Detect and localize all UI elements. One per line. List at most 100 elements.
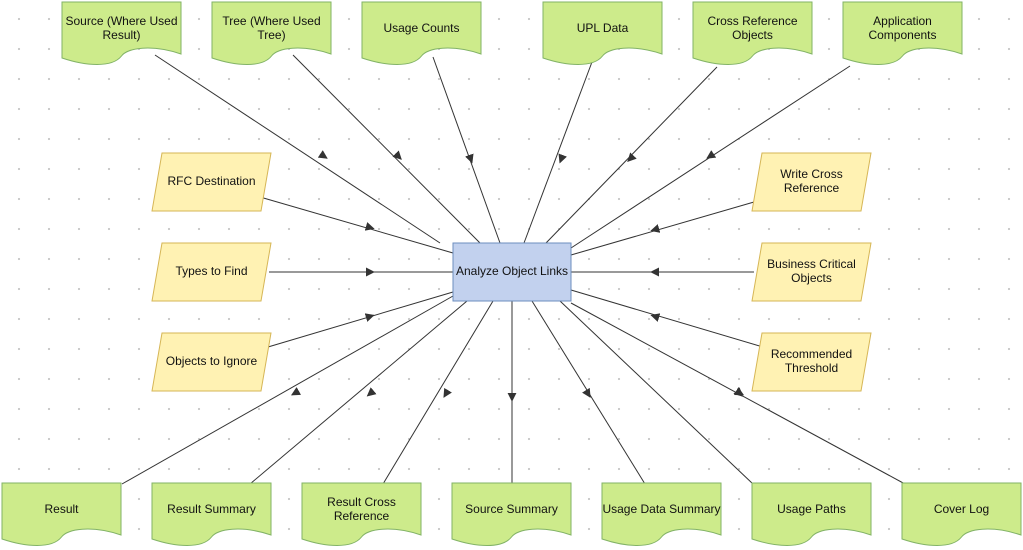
process-analyze-object-links[interactable]: Analyze Object Links (452, 242, 572, 302)
document-label-line: Tree (Where Used (222, 14, 320, 28)
edge-bottom-b2 (249, 300, 468, 485)
document-label: Cover Log (934, 502, 989, 516)
edge-top-t5-arrowhead (627, 152, 637, 162)
document-label: Usage Counts (383, 21, 459, 35)
document-label-line: Result) (102, 28, 140, 42)
document-label-line: Usage Paths (777, 502, 846, 516)
edge-top-t4-arrowhead (558, 153, 567, 164)
document-label-line: Components (868, 28, 936, 42)
document-shape (901, 482, 1022, 546)
document-label: UPL Data (577, 21, 629, 35)
input-label-line: Objects to Ignore (166, 354, 258, 368)
edge-bottom-b6 (559, 300, 754, 485)
data-document-t4[interactable]: UPL Data (542, 1, 663, 65)
document-label: Result (44, 502, 79, 516)
input-label-line: Business Critical (767, 257, 856, 271)
edge-bottom-b3-arrowhead (443, 387, 452, 398)
data-document-b4[interactable]: Source Summary (451, 482, 572, 546)
parallelogram-shape (151, 332, 272, 392)
edge-top-t4 (523, 61, 593, 244)
document-shape (211, 1, 332, 65)
edge-bottom-b3 (382, 300, 494, 485)
document-shape (1, 482, 122, 546)
edge-right-r1 (570, 201, 755, 256)
edge-right-r3-arrowhead (650, 313, 661, 322)
document-label-line: Objects (732, 28, 773, 42)
edge-top-t3 (432, 56, 501, 244)
document-label-line: Cover Log (934, 502, 989, 516)
edge-bottom-b7 (570, 302, 906, 485)
data-document-b7[interactable]: Cover Log (901, 482, 1022, 546)
input-label: Objects to Ignore (166, 354, 258, 368)
document-shape (692, 1, 813, 65)
data-document-b6[interactable]: Usage Paths (751, 482, 872, 546)
edge-left-l3 (267, 291, 454, 348)
input-label-line: RFC Destination (167, 174, 255, 188)
document-label-line: Result Cross (327, 495, 396, 509)
document-label-line: Source Summary (465, 502, 558, 516)
input-label-line: Threshold (785, 361, 838, 375)
document-label-line: Tree) (257, 28, 285, 42)
edge-top-t2-arrowhead (392, 150, 402, 160)
input-label-line: Reference (784, 181, 840, 195)
document-label-line: Result Summary (167, 502, 256, 516)
input-label-line: Recommended (771, 347, 852, 361)
parallelogram-shape (751, 152, 872, 212)
process-box (452, 242, 572, 302)
document-shape (451, 482, 572, 546)
document-label: Source Summary (465, 502, 558, 516)
edge-top-t5 (545, 66, 718, 244)
input-label-line: Write Cross (780, 167, 842, 181)
data-document-t3[interactable]: Usage Counts (361, 1, 482, 65)
document-label-line: Cross Reference (707, 14, 797, 28)
document-label-line: Application (873, 14, 932, 28)
data-document-b2[interactable]: Result Summary (151, 482, 272, 546)
data-document-b5[interactable]: Usage Data Summary (601, 482, 722, 546)
parallelogram-shape (751, 332, 872, 392)
data-document-b1[interactable]: Result (1, 482, 122, 546)
edge-bottom-b1-arrowhead (291, 387, 302, 396)
edge-top-t6-arrowhead (706, 150, 717, 159)
document-label-line: Usage Counts (383, 21, 459, 35)
document-label: Usage Data Summary (602, 502, 720, 516)
document-shape (361, 1, 482, 65)
input-parameter-l2[interactable]: Types to Find (151, 242, 272, 302)
edge-left-l1-arrowhead (364, 222, 375, 231)
parallelogram-shape (151, 242, 272, 302)
document-label: Result Summary (167, 502, 256, 516)
document-shape (61, 1, 182, 65)
edge-right-r1-arrowhead (650, 224, 661, 233)
input-parameter-l3[interactable]: Objects to Ignore (151, 332, 272, 392)
edge-bottom-b2-arrowhead (366, 387, 377, 397)
document-label-line: Reference (334, 509, 390, 523)
document-label: Usage Paths (777, 502, 846, 516)
document-shape (842, 1, 963, 65)
document-shape (301, 482, 422, 546)
input-label-line: Objects (791, 271, 832, 285)
input-label: RFC Destination (167, 174, 255, 188)
edge-bottom-b5-arrowhead (582, 387, 591, 398)
edge-top-t1 (154, 54, 441, 244)
input-label: Types to Find (175, 264, 247, 278)
process-label: Analyze Object Links (456, 264, 568, 278)
edge-bottom-b1 (121, 295, 454, 485)
input-label-line: Types to Find (175, 264, 247, 278)
document-shape (601, 482, 722, 546)
edge-top-t3-arrowhead (465, 153, 474, 164)
input-parameter-l1[interactable]: RFC Destination (151, 152, 272, 212)
